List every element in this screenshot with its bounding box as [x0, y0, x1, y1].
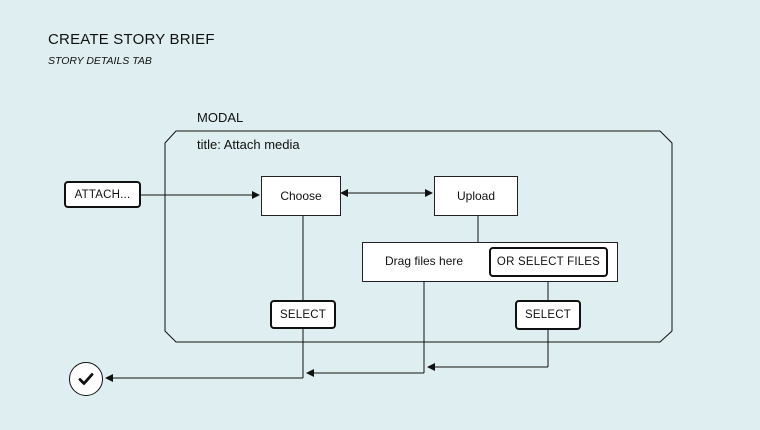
- attach-button[interactable]: ATTACH...: [64, 181, 141, 208]
- upload-box[interactable]: Upload: [434, 176, 518, 216]
- modal-frame: [164, 130, 673, 343]
- select-button-right[interactable]: SELECT: [515, 300, 581, 330]
- checkmark-icon: [69, 362, 103, 396]
- page-title: CREATE STORY BRIEF: [48, 31, 215, 48]
- page-subtitle: STORY DETAILS TAB: [48, 55, 152, 67]
- select-button-left[interactable]: SELECT: [270, 300, 336, 329]
- choose-box[interactable]: Choose: [261, 176, 341, 216]
- select-files-button[interactable]: OR SELECT FILES: [489, 247, 608, 277]
- modal-title: title: Attach media: [197, 137, 300, 152]
- drag-files-label: Drag files here: [385, 254, 464, 268]
- modal-label: MODAL: [197, 110, 244, 125]
